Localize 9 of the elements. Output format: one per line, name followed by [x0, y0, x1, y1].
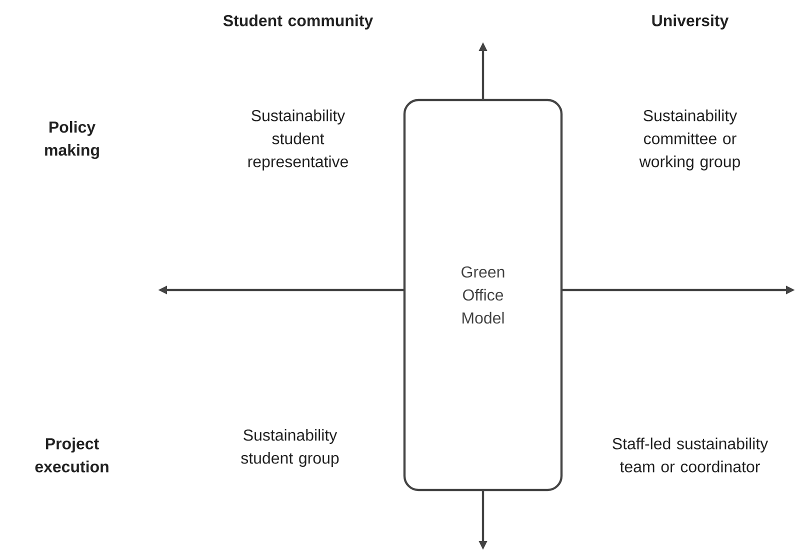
- model-box: Green Office Model: [403, 98, 563, 492]
- quadrant-text: Staff-led sustainability team or coordinator: [612, 438, 768, 472]
- column-heading: Student community: [223, 14, 374, 30]
- quadrant-text: Sustainability committee or working group: [639, 110, 740, 170]
- quadrant-text: Sustainability student representative: [248, 110, 348, 170]
- row-heading: Policy making: [45, 121, 99, 159]
- row-heading: Project execution: [35, 438, 108, 472]
- column-heading: University: [652, 14, 729, 30]
- quadrant-text: Sustainability student group: [241, 429, 339, 467]
